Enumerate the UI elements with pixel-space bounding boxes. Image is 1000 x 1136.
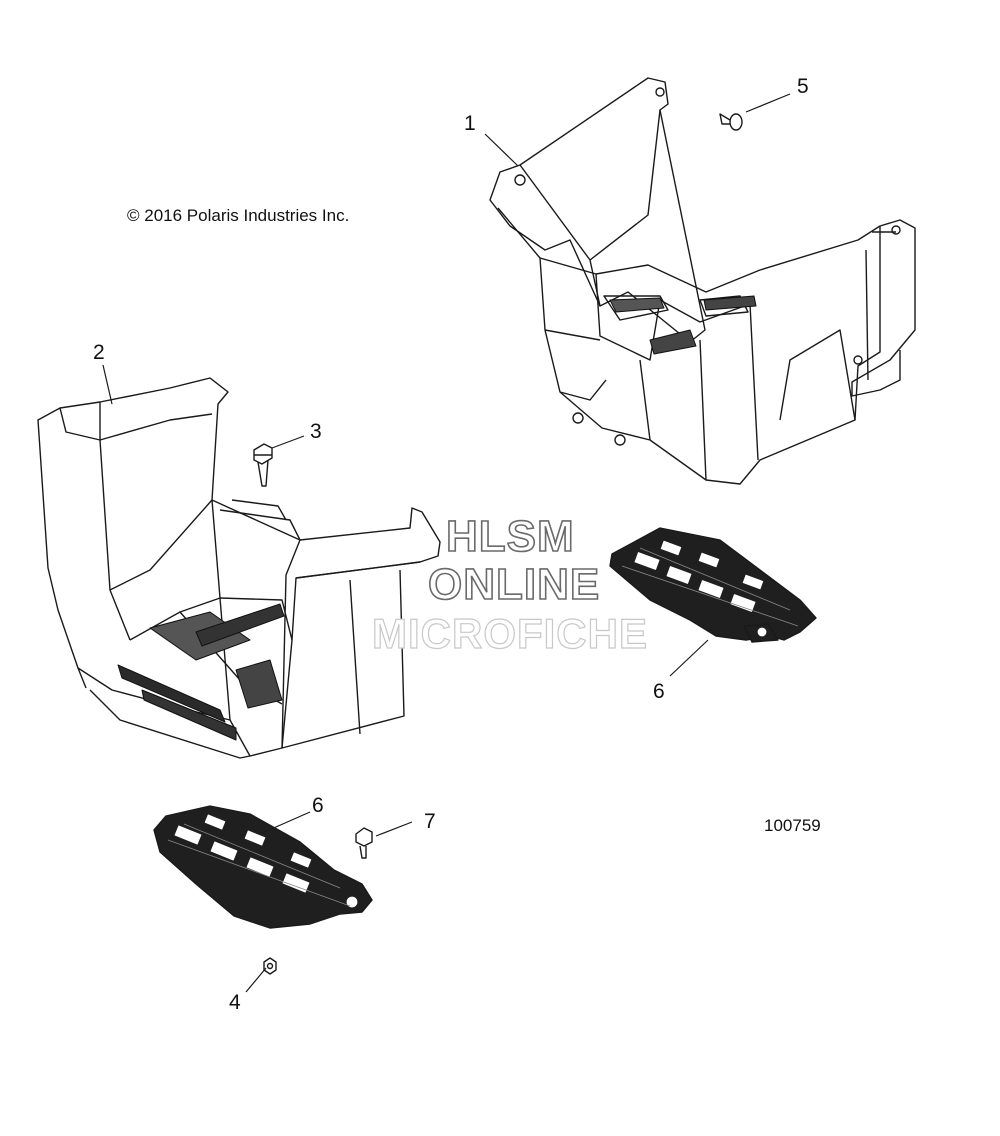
part-3-bolt-icon bbox=[253, 443, 273, 487]
callout-4: 4 bbox=[229, 991, 241, 1014]
part-5-rivet-icon bbox=[719, 113, 743, 131]
leader-6-left bbox=[259, 811, 311, 835]
callout-6-left: 6 bbox=[312, 794, 324, 817]
part-2-footwell-left bbox=[37, 377, 441, 759]
callout-5: 5 bbox=[797, 75, 809, 98]
leader-6-right bbox=[669, 639, 709, 677]
watermark-line-2: ONLINE bbox=[427, 559, 601, 610]
leader-5 bbox=[745, 93, 791, 113]
figure-number: 100759 bbox=[764, 816, 821, 835]
callout-3: 3 bbox=[310, 420, 322, 443]
leader-lines bbox=[102, 93, 791, 993]
part-1-footwell-right bbox=[489, 77, 916, 485]
leader-2 bbox=[102, 364, 113, 405]
leader-3 bbox=[271, 435, 305, 449]
callout-7: 7 bbox=[424, 810, 436, 833]
watermark-line-3: MICROFICHE bbox=[371, 609, 648, 657]
copyright-notice: © 2016 Polaris Industries Inc. bbox=[127, 206, 350, 225]
leader-7 bbox=[375, 821, 413, 837]
part-4-nut-icon bbox=[263, 957, 277, 975]
part-7-bolt-icon bbox=[355, 827, 373, 859]
part-1-tread-texture bbox=[609, 295, 757, 355]
leader-4 bbox=[245, 967, 267, 993]
watermark-line-1: HLSM bbox=[445, 511, 575, 562]
callout-1: 1 bbox=[464, 112, 476, 135]
part-2-tread-texture bbox=[117, 603, 285, 741]
leader-1 bbox=[484, 133, 519, 167]
part-6-footmat-right bbox=[609, 527, 817, 643]
callout-6-right: 6 bbox=[653, 680, 665, 703]
part-6-footmat-left bbox=[153, 805, 373, 929]
callout-2: 2 bbox=[93, 341, 105, 364]
